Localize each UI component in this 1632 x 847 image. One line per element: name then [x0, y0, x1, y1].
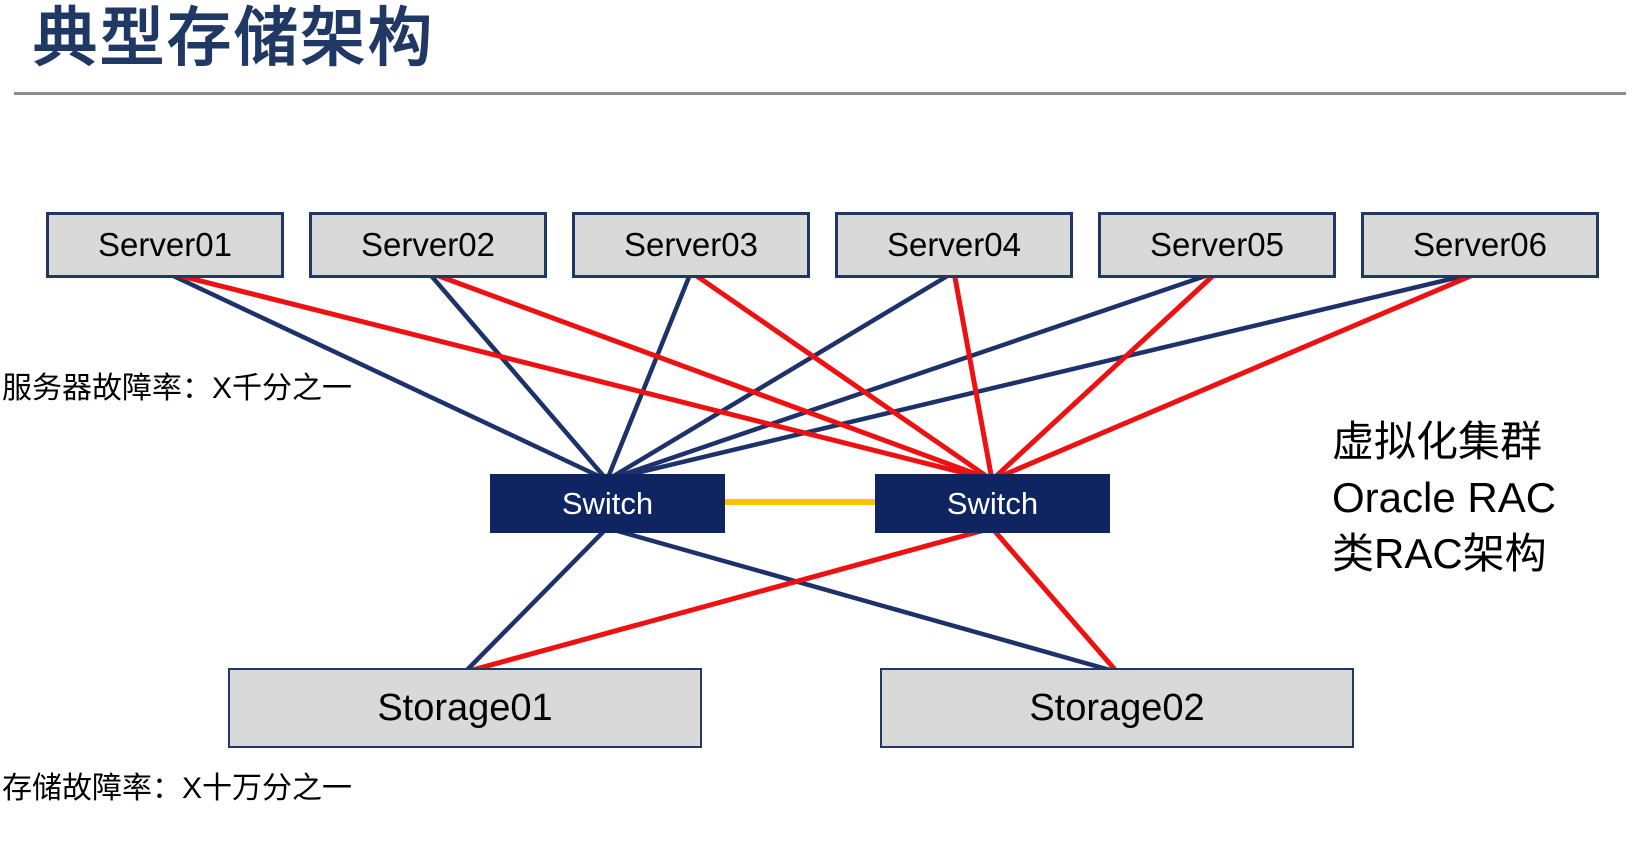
- link-switch2-storage02: [990, 526, 1119, 674]
- cluster-type-line3: 类RAC架构: [1332, 530, 1547, 577]
- storage02-label: Storage02: [1029, 686, 1205, 729]
- slide-title: 典型存储架构: [33, 2, 435, 74]
- server02-label: Server02: [361, 226, 495, 263]
- storage02-node: Storage02: [880, 668, 1354, 748]
- server03-node: Server03: [572, 212, 810, 278]
- link-switch1-storage01: [463, 526, 609, 674]
- switch2-label: Switch: [946, 485, 1039, 521]
- link-server03-switch2: [689, 269, 994, 483]
- storage-failure-rate-note: 存储故障率：X十万分之一: [2, 772, 353, 805]
- switch1-label: Switch: [561, 485, 654, 521]
- server03-label: Server03: [624, 226, 758, 263]
- link-server05-switch2: [990, 270, 1219, 482]
- link-server06-switch1: [606, 269, 1481, 483]
- link-server04-switch1: [605, 270, 956, 482]
- switch2-node: Switch: [875, 474, 1110, 533]
- link-server06-switch2: [991, 269, 1481, 483]
- link-server05-switch1: [606, 269, 1218, 483]
- storage01-node: Storage01: [228, 668, 702, 748]
- link-server01-switch1: [164, 269, 608, 483]
- switch1-node: Switch: [490, 474, 725, 533]
- cluster-type-line1: 虚拟化集群: [1332, 418, 1543, 465]
- server05-node: Server05: [1098, 212, 1336, 278]
- server01-node: Server01: [46, 212, 284, 278]
- storage01-label: Storage01: [377, 686, 553, 729]
- server05-label: Server05: [1150, 226, 1284, 263]
- link-server02-switch2: [427, 269, 993, 483]
- link-switch2-storage01: [464, 525, 993, 675]
- server04-node: Server04: [835, 212, 1073, 278]
- link-server04-switch2: [951, 271, 995, 481]
- cluster-type-line2: Oracle RAC: [1332, 474, 1557, 521]
- server02-node: Server02: [309, 212, 547, 278]
- server-failure-rate-note: 服务器故障率：X千分之一: [2, 372, 353, 405]
- server04-label: Server04: [887, 226, 1021, 263]
- link-server03-switch1: [604, 271, 694, 481]
- link-switch1-storage02: [606, 525, 1118, 675]
- title-divider: [14, 92, 1626, 95]
- link-server02-switch1: [426, 270, 609, 482]
- server06-node: Server06: [1361, 212, 1599, 278]
- cluster-type-note: 虚拟化集群 Oracle RAC 类RAC架构: [1332, 414, 1556, 582]
- server06-label: Server06: [1413, 226, 1547, 263]
- server01-label: Server01: [98, 226, 232, 263]
- link-server01-switch2: [164, 269, 993, 483]
